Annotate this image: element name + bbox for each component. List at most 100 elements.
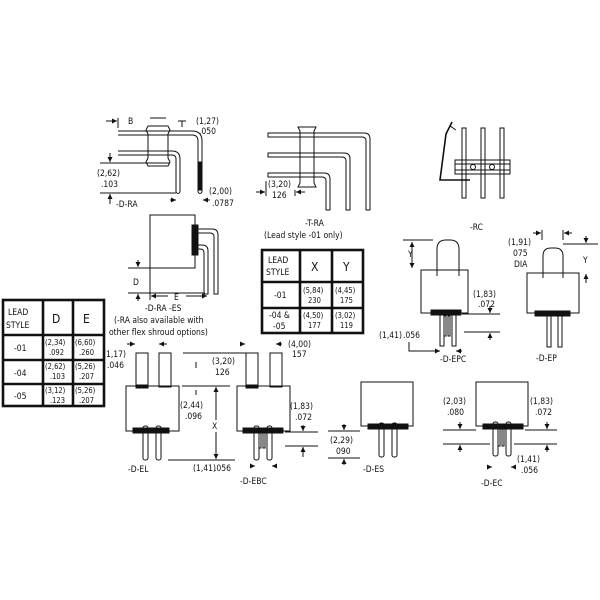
cell-d-in: .103: [50, 372, 65, 381]
dim-a-mm: (4,00): [288, 340, 311, 350]
view-d-ebc: (4,00) 157 (1,83) .072 -D-EBC: [236, 340, 318, 487]
row-style: -01: [14, 344, 27, 354]
header-x: X: [311, 260, 319, 274]
view-label-d-ec: -D-EC: [481, 479, 503, 489]
dim-b-in: 126: [215, 368, 230, 378]
t-ra-note: (Lead style -01 only): [264, 231, 343, 241]
header-style: STYLE: [266, 268, 289, 278]
dim-c-mm: (2,44): [180, 401, 203, 411]
header-d: D: [52, 312, 60, 326]
view-label-rc: -RC: [470, 223, 483, 233]
view-d-ra: B (1,27) .050 (2,62) .103 -D-RA (2,00) .…: [97, 117, 234, 210]
row-style-2: -05: [273, 322, 286, 332]
dim-a-in: .046: [107, 361, 124, 371]
lead-shade: [197, 161, 203, 191]
cell-d-mm: (3,12): [45, 386, 66, 395]
dim-a-in: .072: [478, 300, 495, 310]
dim-offset-mm: (2,62): [97, 169, 120, 179]
table-xy: LEAD STYLE X Y -01 (5,84) 230 (4,45) 175…: [260, 248, 365, 335]
view-d-ec: (2,03) .080 (1,83) .072 (1,41) .056 -D-E…: [443, 381, 557, 489]
dim-b-in: .072: [535, 408, 552, 418]
cell-x-in: 177: [308, 321, 321, 330]
dim-a-in: .080: [447, 408, 464, 418]
cell-x-in: 230: [308, 296, 321, 305]
dim-c-in: .056: [521, 466, 538, 476]
header-y: Y: [342, 260, 350, 274]
view-label-d-ebc: -D-EBC: [240, 477, 267, 487]
dim-mm: (3,20): [268, 180, 291, 190]
cell-y-in: 119: [340, 321, 353, 330]
row-style: -01: [274, 291, 287, 301]
view-label-d-epc: -D-EPC: [440, 355, 466, 365]
dim-e-label: E: [174, 293, 179, 303]
view-d-el: (1,17) .046 (3,20) 126 (2,44) .096 X (1,…: [103, 341, 250, 475]
cell-x-mm: (4,50): [303, 311, 324, 320]
row-style: -04 &: [269, 311, 290, 321]
row-style: -05: [14, 392, 27, 402]
cell-y-in: 175: [340, 296, 353, 305]
dim-offset-in: .103: [101, 180, 118, 190]
view-d-ep: (1,91) 075 DIA Y -D-EP: [508, 230, 598, 364]
dim-pitch-in: .050: [199, 127, 216, 137]
dim-y-label: Y: [582, 256, 588, 266]
dim-lead-in: .0787: [212, 199, 234, 209]
header-lead: LEAD: [8, 308, 28, 318]
dim-lead-mm: (2,00): [209, 187, 232, 197]
header-style: STYLE: [6, 321, 29, 331]
dim-dia-in: 075: [513, 249, 528, 259]
dim-dia-mm: (1,91): [508, 238, 531, 248]
cell-e-in: .207: [79, 372, 94, 381]
dim-c-in: .096: [185, 412, 202, 422]
dim-d-label: D: [133, 278, 139, 288]
dim-dia-suffix: DIA: [514, 260, 528, 270]
d-ra-es-note-1: (-RA also available with: [114, 316, 204, 326]
header-e: E: [83, 312, 90, 326]
dim-x-label: X: [212, 422, 217, 432]
dim-a-in: 157: [292, 350, 307, 360]
dim-b-mm: (1,83): [530, 397, 553, 407]
dim-b-in: .072: [295, 413, 312, 423]
header-lead: LEAD: [268, 256, 288, 266]
cell-y-mm: (4,45): [335, 286, 356, 295]
dim-b-mm: (1,83): [290, 402, 313, 412]
cell-e-mm: (6,60): [75, 338, 96, 347]
view-t-ra: (3,20) 126 -T-RA (Lead style -01 only): [256, 126, 371, 241]
cell-y-mm: (3,02): [335, 311, 356, 320]
dim-in: 090: [336, 447, 351, 457]
view-label-d-ep: -D-EP: [536, 354, 557, 364]
view-rc: -RC: [439, 121, 511, 233]
view-label-d-es: -D-ES: [363, 465, 384, 475]
cell-x-mm: (5,84): [303, 286, 324, 295]
dim-a-mm: (1,17): [103, 350, 126, 360]
row-style: -04: [14, 369, 27, 379]
cell-e-in: .260: [79, 348, 94, 357]
view-label-d-ra-es: -D-RA -ES: [145, 304, 182, 314]
view-label-t-ra: -T-RA: [305, 219, 325, 229]
table-de: LEAD STYLE D E -01 (2,34) .092 (6,60) .2…: [1, 298, 106, 408]
dim-a-mm: (1,83): [473, 290, 496, 300]
dim-in: 126: [272, 191, 287, 201]
view-d-ra-es: D E -D-RA -ES (-RA also available with o…: [109, 214, 219, 338]
cell-e-mm: (5,26): [75, 386, 96, 395]
dim-mm: (2,29): [330, 436, 353, 446]
dim-c-mm: (1,41): [517, 455, 540, 465]
dim-d-mm: (1,41): [193, 464, 216, 474]
dim-b-label: B: [128, 117, 133, 127]
dim-d-in: .056: [214, 464, 231, 474]
cell-d-mm: (2,34): [45, 338, 66, 347]
view-label-d-ra: -D-RA: [116, 200, 138, 210]
dim-y-label: Y: [407, 250, 413, 260]
view-label-d-el: -D-EL: [128, 465, 149, 475]
d-ra-es-note-2: other flex shroud options): [109, 328, 208, 338]
dim-b-mm: (3,20): [212, 357, 235, 367]
view-d-epc: Y (1,83) .072 (1,41) .056 -D-EPC: [379, 239, 500, 365]
dim-b-mm: (1,41): [379, 331, 402, 341]
dim-b-in: .056: [403, 331, 420, 341]
view-d-es: (2,29) 090 -D-ES: [328, 381, 414, 475]
dim-a-mm: (2,03): [443, 397, 466, 407]
cell-d-mm: (2,62): [45, 362, 66, 371]
dim-pitch-mm: (1,27): [196, 117, 219, 127]
cell-e-in: .207: [79, 396, 94, 405]
cell-e-mm: (5,26): [75, 362, 96, 371]
